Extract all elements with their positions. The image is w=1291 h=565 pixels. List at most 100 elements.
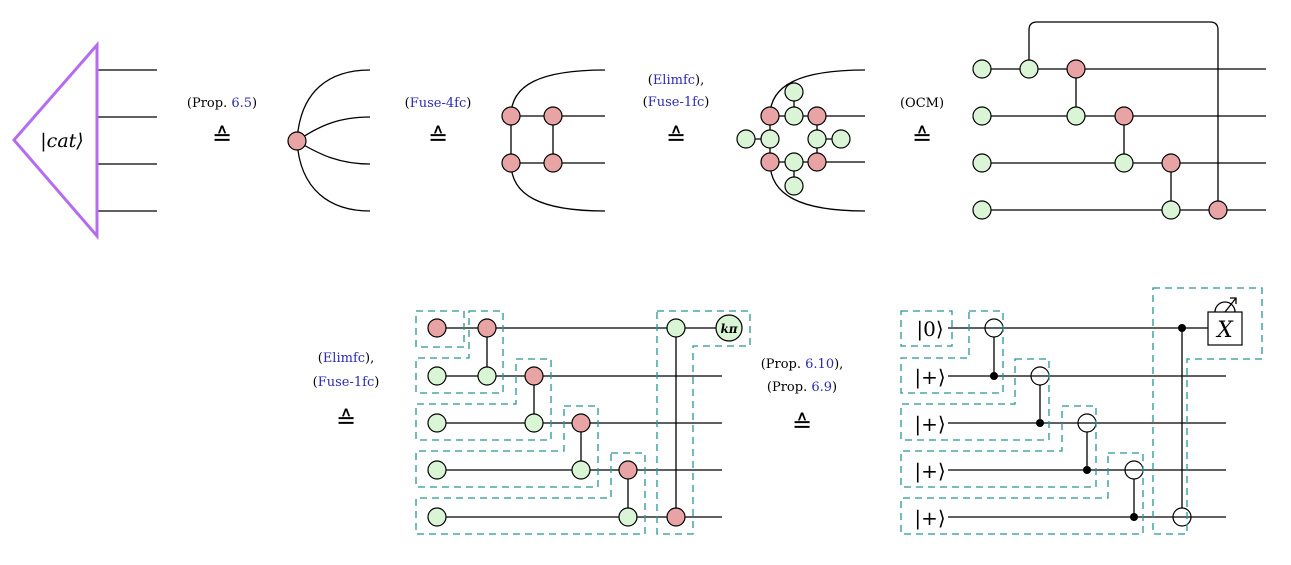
cnot-gate: [1124, 460, 1144, 521]
green-spider: [524, 413, 544, 433]
red-spider: [807, 152, 827, 172]
wire: [1028, 21, 1219, 210]
rule-ref-link[interactable]: Elimfc: [653, 73, 695, 88]
dashed-box: [415, 310, 504, 394]
dashed-box: [900, 310, 953, 347]
red-spider: [1161, 153, 1181, 173]
equals-symbol: ≙: [428, 123, 448, 151]
green-spider: [972, 200, 992, 220]
input-ket: |+⟩: [914, 459, 945, 484]
label-text: ): [704, 95, 709, 110]
quantum-circuit-panel: |0⟩ |+⟩ |+⟩ |+⟩ |+⟩: [900, 287, 1263, 535]
red-spider: [760, 106, 780, 126]
wire: [769, 161, 866, 212]
gate-symbol: [1036, 419, 1044, 427]
rule-ref-link[interactable]: 6.9: [811, 380, 832, 395]
label-text: ),: [834, 357, 843, 372]
green-spider: [972, 106, 992, 126]
label-text: (Elimfc),: [648, 73, 705, 88]
rule-ref-link[interactable]: Elimfc: [323, 351, 365, 366]
red-spider: [666, 507, 686, 527]
green-spider: [618, 507, 638, 527]
label-text: ),: [365, 351, 374, 366]
red-spider: [543, 153, 563, 173]
cat-state-label: |cat⟩: [40, 130, 83, 152]
step-3-rule: (Elimfc), (Fuse-1fc) ≙: [643, 73, 710, 151]
rule-prefix: (Prop.: [187, 96, 231, 111]
equals-symbol: ≙: [666, 123, 686, 151]
dashed-box: [415, 310, 465, 348]
label-text: (Fuse-1fc): [643, 95, 710, 110]
wire: [510, 69, 606, 117]
green-spider: [1019, 59, 1039, 79]
red-spider: [1066, 59, 1086, 79]
green-spider: [427, 413, 447, 433]
red-spider: [501, 153, 521, 173]
label-text: (Fuse-1fc): [313, 375, 380, 390]
green-spider: [1161, 200, 1181, 220]
green-spider: [760, 129, 780, 149]
input-ket: |0⟩: [916, 317, 943, 342]
boxed-zx-panel: kπ: [415, 310, 751, 535]
rule-ref-link[interactable]: 6.5: [231, 96, 252, 111]
red-spider: [543, 106, 563, 126]
label-text: ): [374, 375, 379, 390]
green-spider: [427, 366, 447, 386]
label-text: (Prop. 6.9): [767, 380, 837, 395]
dashed-box: [415, 452, 646, 535]
single-spider-panel: [287, 69, 371, 212]
gate-symbol: [1178, 324, 1186, 332]
label-text: (: [405, 96, 410, 111]
red-spider: [524, 366, 544, 386]
cnot-gate: [1172, 324, 1192, 527]
cnot-gate: [984, 318, 1004, 380]
wire: [296, 116, 371, 142]
gate-symbol: [1083, 466, 1091, 474]
wire: [1214, 301, 1236, 313]
rule-label: (OCM): [900, 96, 944, 111]
cat-state-panel: |cat⟩: [12, 41, 157, 241]
dashed-box: [900, 405, 1097, 488]
input-ket: |+⟩: [914, 506, 945, 531]
red-spider: [1208, 200, 1228, 220]
cnot-gate: [1030, 366, 1050, 427]
rule-ref-link[interactable]: Fuse-1fc: [318, 375, 375, 390]
wire: [1230, 297, 1237, 304]
meter-arrow-icon: [1224, 297, 1237, 313]
wire: [769, 69, 866, 117]
dashed-box: [900, 310, 1004, 394]
red-spider: [501, 106, 521, 126]
rule-ref-link[interactable]: Fuse-1fc: [648, 95, 705, 110]
cnot-gate: [1077, 413, 1097, 474]
label-text: Fuse-4fc: [410, 96, 467, 111]
expanded-spiders-panel: [736, 69, 866, 212]
red-spider: [287, 131, 307, 151]
input-ket: |+⟩: [914, 412, 945, 437]
green-spider: [784, 106, 804, 126]
equals-symbol: ≙: [212, 123, 232, 151]
rule-ref-link[interactable]: 6.10: [805, 357, 834, 372]
green-spider: [1066, 106, 1086, 126]
label-text: ): [466, 96, 471, 111]
step-5-rule: (Elimfc), (Fuse-1fc) ≙: [313, 351, 380, 434]
measurement-gate: X: [1207, 297, 1243, 346]
rule-ref-link[interactable]: (Fuse-4fc): [405, 96, 472, 111]
label-text: (: [643, 95, 648, 110]
wire: [510, 162, 606, 212]
phase-label: kπ: [720, 322, 737, 336]
step-6-rule: (Prop. 6.10), (Prop. 6.9) ≙: [761, 357, 844, 438]
wire: [1207, 311, 1243, 346]
label-text: ),: [695, 73, 704, 88]
red-spider: [1114, 106, 1134, 126]
dashed-box: [900, 358, 1050, 441]
green-spider: [807, 129, 827, 149]
square-spiders-panel: [501, 69, 606, 212]
wire: [296, 140, 371, 165]
label-text: (Prop. 6.10),: [761, 357, 844, 372]
red-spider: [618, 460, 638, 480]
green-spider: [972, 59, 992, 79]
dashed-box: [656, 310, 751, 535]
red-spider: [807, 106, 827, 126]
dashed-box: [415, 405, 599, 488]
